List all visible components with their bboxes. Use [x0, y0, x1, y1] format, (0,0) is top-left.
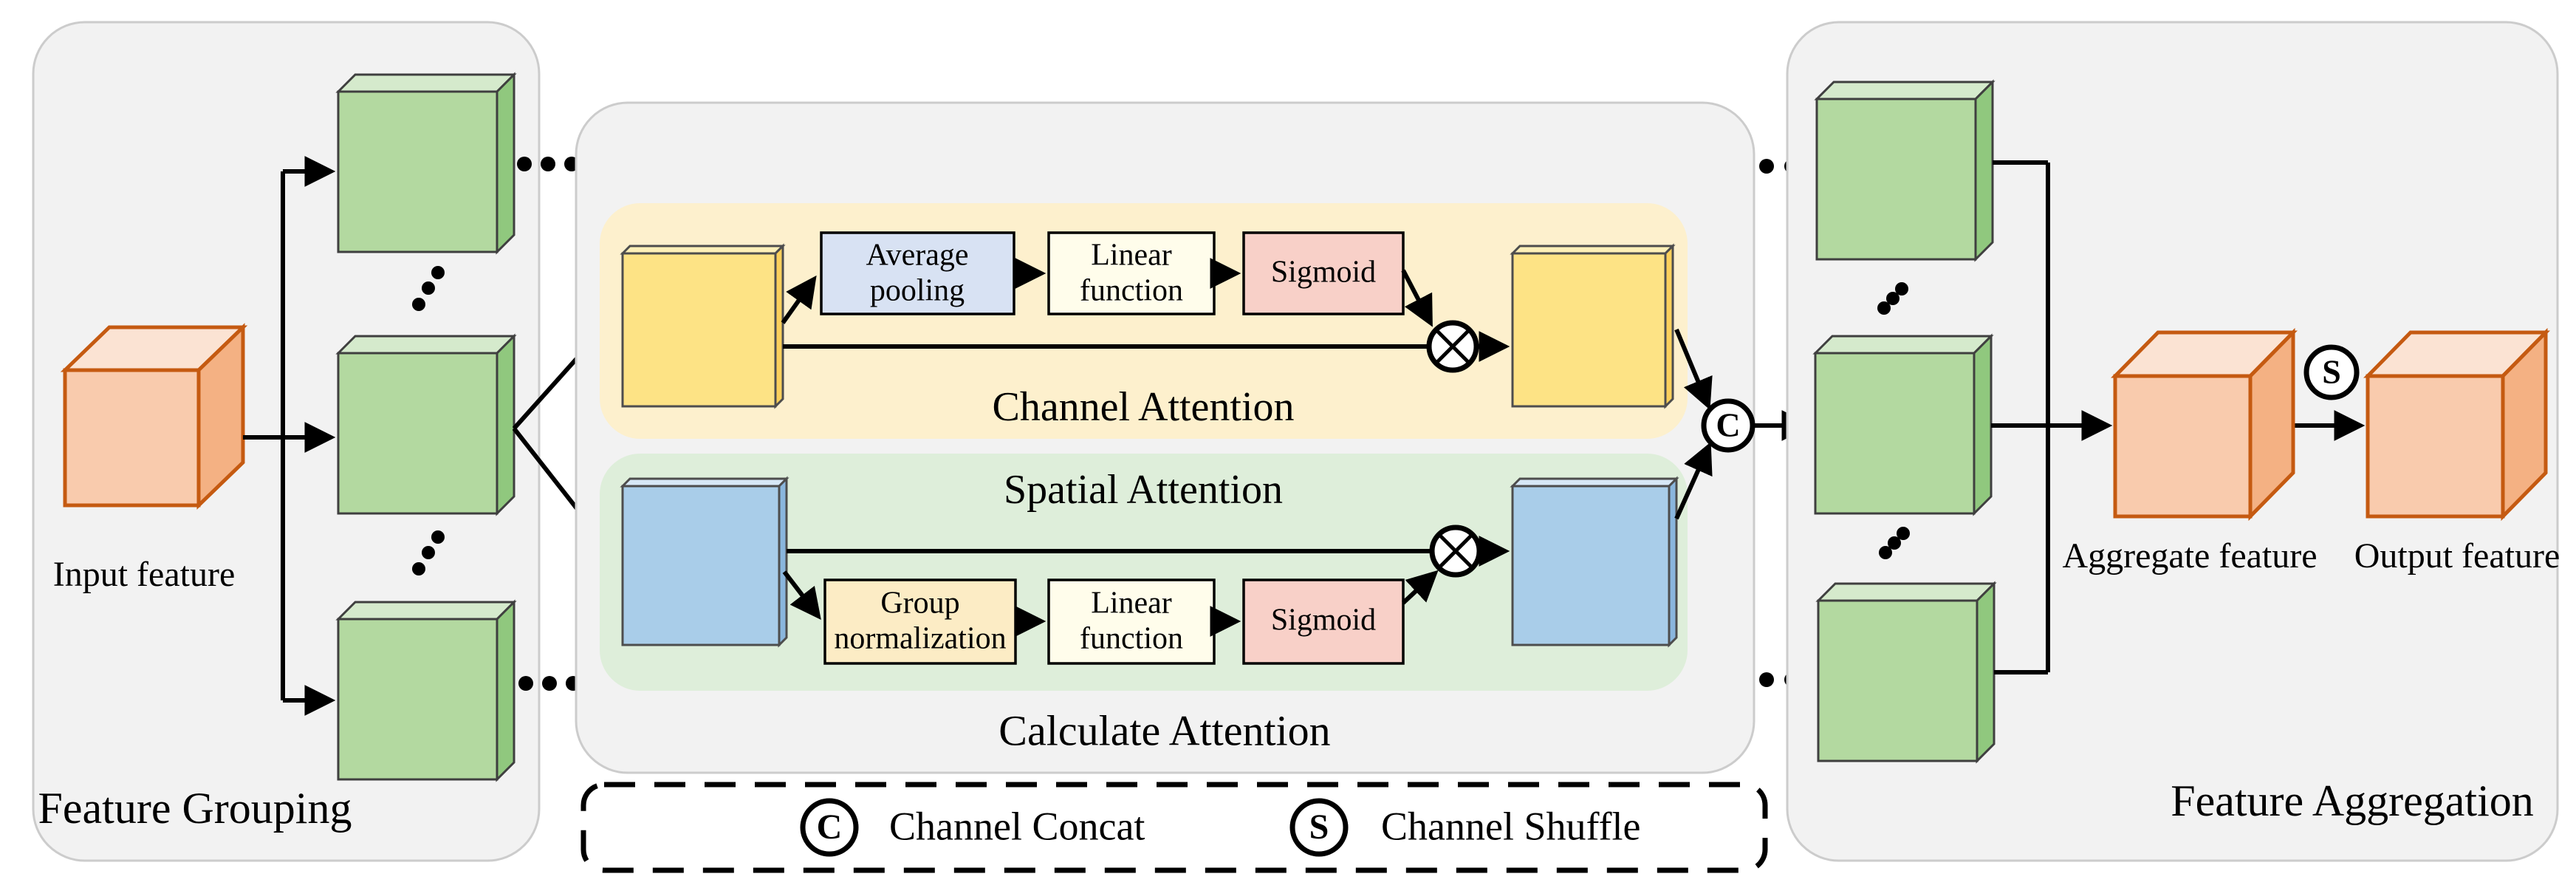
cube-side-face [496, 72, 515, 255]
cube-side-face [496, 333, 515, 516]
concat-symbol: C [1716, 406, 1740, 444]
linear-function-label: function [1080, 622, 1183, 656]
feature-grouping-panel: Input feature [32, 21, 541, 862]
group-normalization-label: normalization [834, 622, 1006, 656]
shuffle-icon: S [1289, 798, 1349, 857]
average-pooling-label: Average [866, 239, 968, 273]
group-normalization-box [823, 578, 1017, 665]
shuffle-symbol: S [2322, 353, 2341, 391]
feature-aggregation-panel: S Aggregate feature Output feature Featu… [1786, 21, 2560, 862]
concat-icon: C [1701, 398, 1755, 453]
channel-output-slab [1510, 243, 1676, 409]
ellipsis-icon [1877, 282, 1908, 315]
cube-front-face [1815, 98, 1977, 261]
multiply-icon [1429, 525, 1482, 578]
cube-front-face [1817, 599, 1979, 762]
sigmoid-box-spatial [1242, 578, 1405, 665]
spatial-output-slab [1510, 476, 1679, 648]
cube-front-face [1814, 352, 1976, 515]
group-cube-middle [335, 333, 517, 516]
cube-top-face [335, 335, 517, 355]
aggregated-cube-bottom [1815, 581, 1997, 764]
linear-function-label: Linear [1091, 239, 1172, 273]
slab-front-face [1511, 252, 1667, 408]
linear-function-label: function [1080, 274, 1183, 308]
sigmoid-label: Sigmoid [1271, 604, 1376, 638]
feature-aggregation-title: Feature Aggregation [2171, 776, 2534, 825]
cube-side-face [1976, 581, 1996, 764]
legend-shuffle-label: Channel Shuffle [1381, 804, 1640, 848]
aggregate-feature-cube [2111, 327, 2298, 522]
output-feature-label: Output feature [2354, 536, 2560, 576]
legend: C Channel Concat S Channel Shuffle [580, 782, 1768, 873]
linear-function-box-channel [1047, 231, 1216, 315]
calculate-attention-title: Calculate Attention [998, 706, 1330, 754]
slab-front-face [1511, 485, 1671, 646]
channel-input-slab [620, 243, 786, 409]
cube-front-face [63, 368, 201, 508]
aggregate-feature-label: Aggregate feature [2062, 536, 2317, 576]
cube-top-face [1812, 335, 1994, 355]
linear-function-label: Linear [1091, 587, 1172, 621]
output-feature-cube [2363, 327, 2550, 522]
legend-concat-label: Channel Concat [889, 804, 1145, 848]
average-pooling-label: pooling [870, 274, 965, 308]
group-cube-bottom [335, 599, 517, 782]
cube-side-face [1973, 333, 1993, 516]
linear-function-box-spatial [1047, 578, 1216, 665]
concat-symbol: C [817, 807, 843, 847]
cube-side-face [1974, 79, 1994, 262]
average-pooling-box [820, 231, 1015, 315]
input-feature-label: Input feature [53, 555, 236, 594]
cube-front-face [337, 90, 499, 253]
spatial-row-arrows [782, 442, 1713, 637]
shuffle-icon: S [2303, 344, 2360, 400]
concat-icon: C [800, 798, 859, 857]
spatial-attention-title: Spatial Attention [1004, 467, 1283, 513]
sigmoid-box-channel [1242, 231, 1405, 315]
cube-side-face [496, 599, 515, 782]
channel-row-arrows [781, 258, 1713, 410]
cube-top-face [1815, 582, 1997, 602]
ellipsis-icon [412, 266, 445, 311]
channel-attention-title: Channel Attention [992, 384, 1294, 430]
aggregated-cube-top [1814, 79, 1996, 262]
legend-box [580, 782, 1768, 873]
cube-top-face [335, 73, 517, 93]
spatial-input-slab [620, 476, 789, 648]
ellipsis-icon [1879, 527, 1910, 559]
aggregation-connectors [1991, 160, 2366, 674]
slab-front-face [621, 485, 781, 646]
calculate-attention-panel: Average pooling Linear function Sigmoid … [575, 101, 1813, 774]
group-normalization-label: Group [880, 587, 959, 621]
group-cube-top [335, 72, 517, 255]
grouping-arrows [243, 156, 336, 716]
sigmoid-label: Sigmoid [1271, 256, 1376, 290]
cube-front-face [2113, 374, 2253, 519]
feature-grouping-title: Feature Grouping [38, 784, 352, 833]
aggregated-cube-middle [1812, 333, 1994, 516]
shuffle-symbol: S [1309, 807, 1329, 847]
slab-front-face [621, 252, 777, 408]
cube-top-face [335, 601, 517, 621]
ellipsis-icon [517, 157, 579, 171]
ellipsis-icon [518, 676, 580, 691]
cube-front-face [337, 352, 499, 515]
input-feature-cube [60, 323, 248, 510]
cube-front-face [337, 618, 499, 781]
cube-front-face [2366, 374, 2505, 519]
ellipsis-icon [412, 530, 445, 576]
cube-top-face [1814, 81, 1996, 100]
multiply-icon [1426, 320, 1479, 373]
